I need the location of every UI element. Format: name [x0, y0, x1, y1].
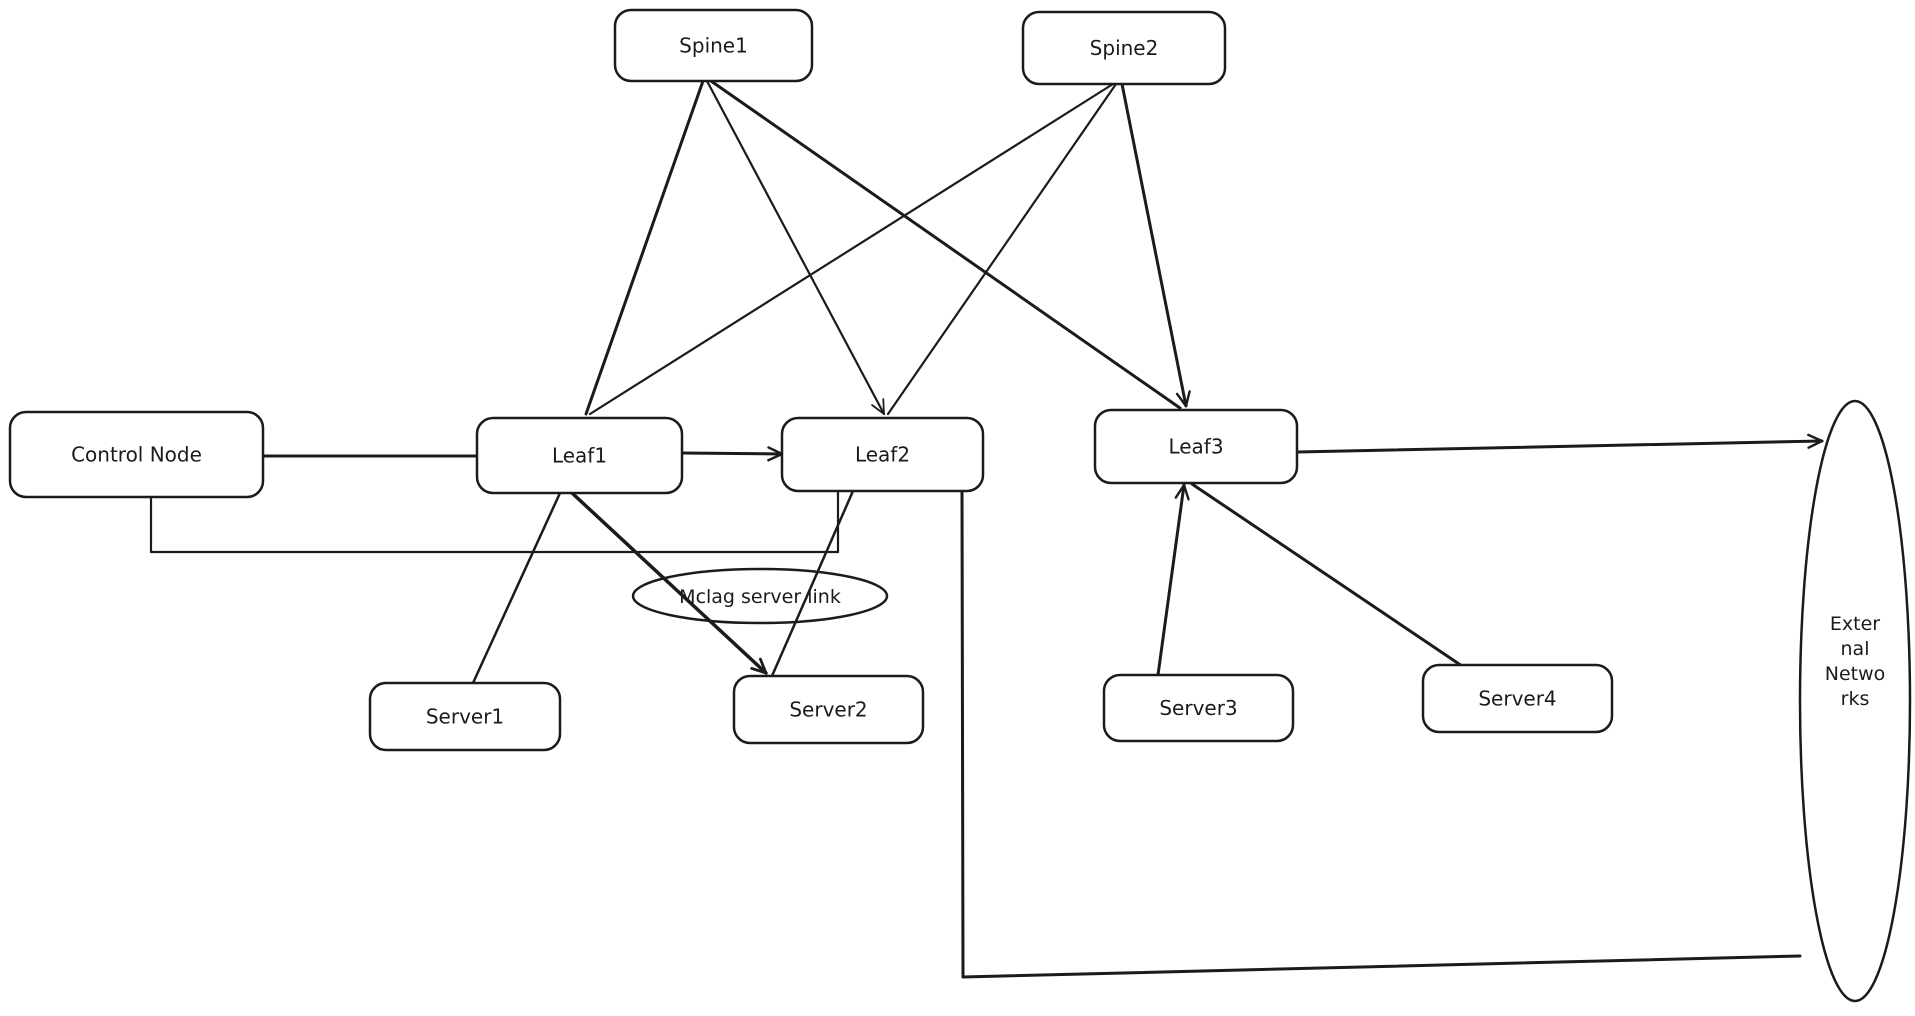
node-leaf1[interactable]: Leaf1 — [475, 416, 684, 495]
edge-spine1-leaf2[interactable] — [705, 79, 886, 416]
node-server1[interactable]: Server1 — [368, 681, 562, 752]
arrowhead — [1807, 433, 1824, 443]
edge-spine1-leaf3[interactable] — [709, 79, 1182, 410]
arrowhead — [882, 398, 885, 415]
arrowhead — [750, 667, 768, 675]
server1-label: Server1 — [426, 705, 504, 729]
edge-line — [770, 489, 855, 678]
edge-spine2-leaf3[interactable] — [1120, 82, 1191, 408]
edge-line — [1120, 82, 1188, 408]
arrowhead — [1175, 392, 1188, 408]
node-spine2[interactable]: Spine2 — [1021, 10, 1227, 86]
edge-line — [960, 489, 1802, 979]
edge-line — [149, 490, 840, 554]
edge-line — [584, 79, 705, 416]
arrowhead — [1184, 390, 1191, 408]
external-networks-ellipse — [1798, 399, 1912, 1003]
arrowhead — [1807, 439, 1824, 449]
server3-box — [1102, 673, 1295, 743]
edge-line — [1156, 483, 1186, 677]
node-leaf3[interactable]: Leaf3 — [1093, 408, 1299, 485]
node-leaf2[interactable]: Leaf2 — [780, 416, 985, 493]
edge-control-node-leaf2[interactable] — [149, 490, 840, 554]
node-spine1[interactable]: Spine1 — [613, 8, 814, 83]
node-server2[interactable]: Server2 — [732, 674, 925, 745]
spine2-box — [1021, 10, 1227, 86]
edge-leaf2-external-networks[interactable] — [960, 489, 1802, 979]
edge-line — [705, 79, 886, 416]
edge-leaf3-external-networks[interactable] — [1295, 433, 1824, 454]
edge-spine2-leaf2[interactable] — [886, 82, 1118, 416]
leaf3-box — [1093, 408, 1299, 485]
edge-server3-leaf3[interactable] — [1156, 483, 1190, 677]
mclag-server-link-ellipse — [631, 567, 889, 625]
leaf1-label: Leaf1 — [552, 444, 607, 468]
node-control-node[interactable]: Control Node — [8, 410, 265, 499]
edge-leaf1-leaf2[interactable] — [680, 446, 784, 462]
edge-line — [570, 491, 768, 675]
spine1-label: Spine1 — [679, 34, 748, 58]
arrowhead — [767, 446, 784, 456]
edge-leaf2-server2[interactable] — [770, 489, 855, 678]
arrowhead — [1182, 483, 1190, 501]
edge-line — [588, 82, 1115, 416]
arrowhead — [767, 452, 784, 462]
spine2-label: Spine2 — [1090, 36, 1159, 60]
edge-spine2-leaf1[interactable] — [588, 82, 1115, 416]
server4-label: Server4 — [1478, 687, 1556, 711]
node-mclag-server-link[interactable]: Mclag server link — [631, 567, 889, 625]
external-networks-label-line: Netwo — [1825, 663, 1886, 685]
edge-line — [471, 491, 562, 685]
edge-leaf1-server1[interactable] — [471, 491, 562, 685]
external-networks-label-line: nal — [1841, 638, 1870, 660]
arrowhead — [1174, 483, 1186, 499]
arrowhead — [871, 404, 885, 415]
edge-line — [709, 79, 1182, 410]
leaf1-box — [475, 416, 684, 495]
edge-line — [680, 451, 784, 456]
server1-box — [368, 681, 562, 752]
edge-leaf1-server2[interactable] — [570, 491, 768, 675]
edge-leaf3-server4[interactable] — [1190, 482, 1467, 670]
leaf3-label: Leaf3 — [1168, 435, 1223, 459]
spine1-box — [613, 8, 814, 83]
edge-line — [1190, 482, 1467, 670]
leaf2-label: Leaf2 — [855, 443, 910, 467]
external-networks-label-line: rks — [1841, 688, 1870, 710]
server4-box — [1421, 663, 1614, 734]
server2-box — [732, 674, 925, 745]
edge-spine1-leaf1[interactable] — [584, 79, 705, 416]
node-server3[interactable]: Server3 — [1102, 673, 1295, 743]
arrowhead — [758, 657, 768, 675]
server2-label: Server2 — [789, 698, 867, 722]
control-node-label: Control Node — [71, 443, 202, 467]
leaf2-box — [780, 416, 985, 493]
control-node-box — [8, 410, 265, 499]
server3-label: Server3 — [1159, 696, 1237, 720]
external-networks-label-line: Exter — [1830, 613, 1880, 635]
node-server4[interactable]: Server4 — [1421, 663, 1614, 734]
edge-line — [1295, 439, 1824, 454]
mclag-server-link-label: Mclag server link — [679, 586, 841, 608]
edge-line — [886, 82, 1118, 416]
